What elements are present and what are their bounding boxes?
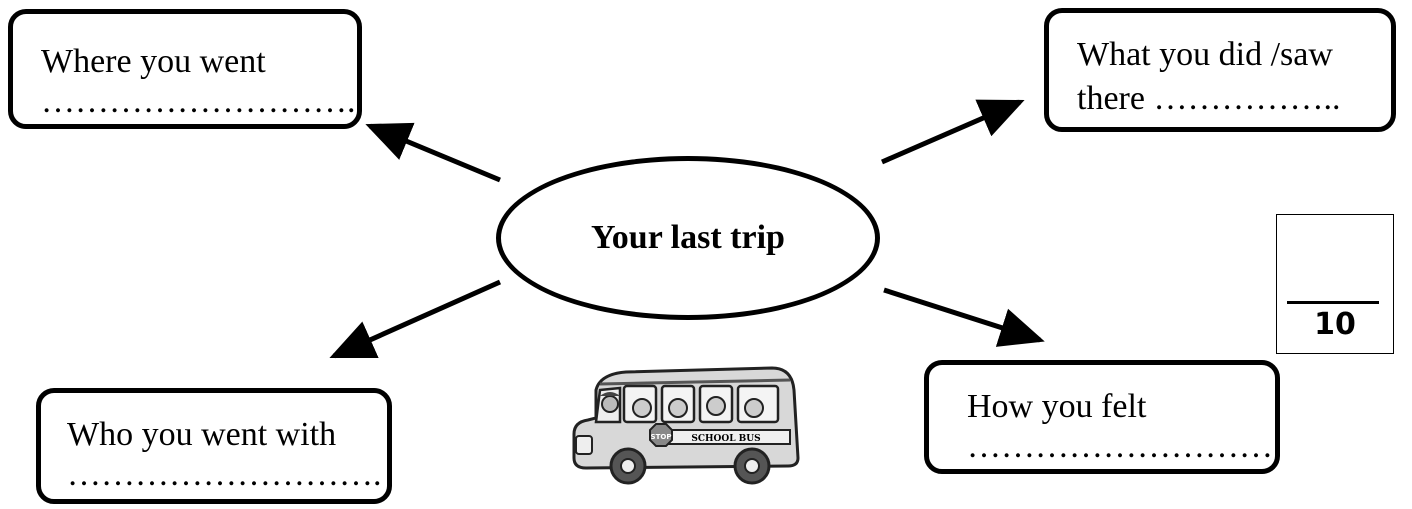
center-topic-label: Your last trip (591, 219, 785, 257)
where-label: Where you went (41, 40, 357, 84)
who-label: Who you went with (67, 413, 387, 457)
where-blank: ………………………. (41, 84, 357, 120)
bus-sign-text: SCHOOL BUS (691, 434, 760, 444)
score-fraction-line (1287, 301, 1379, 304)
score-denominator: 10 (1277, 307, 1393, 342)
bus-stop-text: STOP (651, 433, 672, 441)
felt-blank: ………………………. (967, 429, 1275, 465)
box-how-you-felt: How you felt ………………………. (924, 360, 1280, 474)
score-box: 10 (1276, 214, 1394, 354)
center-topic-ellipse: Your last trip (496, 156, 880, 320)
box-where-you-went: Where you went ………………………. (8, 9, 362, 129)
what-label-line2: there …………….. (1077, 77, 1391, 121)
box-who-you-went-with: Who you went with ………………………. (36, 388, 392, 504)
school-bus-icon: SCHOOL BUS STOP (566, 360, 812, 488)
felt-label: How you felt (967, 385, 1275, 429)
what-label-line1: What you did /saw (1077, 33, 1391, 77)
arrow-to-where (370, 126, 500, 180)
who-blank: ………………………. (67, 457, 387, 493)
box-what-you-did: What you did /saw there …………….. (1044, 8, 1396, 132)
arrow-to-what (882, 102, 1020, 162)
arrow-to-felt (884, 290, 1040, 340)
arrow-to-who (334, 282, 500, 356)
